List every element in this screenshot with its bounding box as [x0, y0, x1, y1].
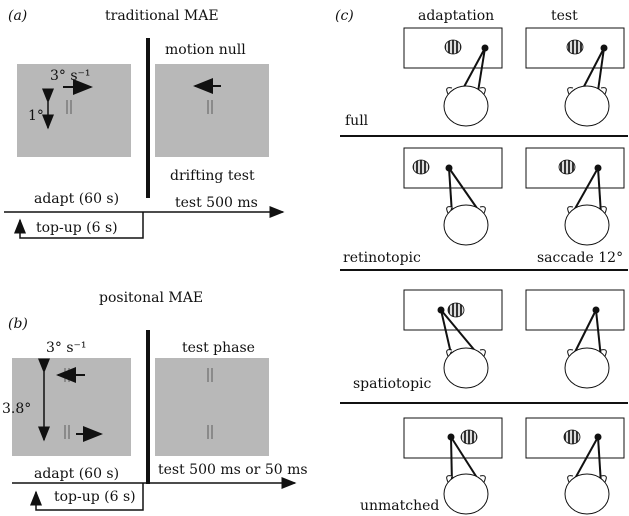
panel-b-title: positonal MAE	[99, 290, 203, 306]
gabor-b2	[64, 425, 70, 439]
test-label-b: test 500 ms or 50 ms	[158, 462, 308, 478]
panel-a-label: (a)	[8, 8, 27, 24]
gabor-b4	[207, 425, 213, 439]
motion-null-label: motion null	[165, 42, 246, 58]
gabor-a2	[207, 100, 213, 114]
gabor-b3	[207, 368, 213, 382]
topup-label-b: top-up (6 s)	[54, 489, 136, 505]
test-phase-label: test phase	[182, 340, 255, 356]
panel-a-title: traditional MAE	[105, 8, 219, 24]
head-adapt-full	[443, 85, 489, 127]
panel-c-label: (c)	[335, 8, 354, 24]
size-label-a: 1°	[28, 108, 44, 124]
drifting-test-label: drifting test	[170, 168, 255, 184]
topup-loop-a	[14, 212, 144, 239]
topup-loop-b	[30, 483, 144, 511]
col-test-label: test	[551, 8, 578, 24]
saccade-label: saccade 12°	[537, 250, 623, 266]
condition-retinotopic-label: retinotopic	[343, 250, 421, 266]
stimulus-adapt-full	[444, 39, 462, 55]
panel-b-label: (b)	[8, 316, 28, 332]
panel-b: positonal MAE (b) 3° s⁻¹ 3.8° test phase…	[2, 290, 308, 511]
condition-unmatched-label: unmatched	[360, 498, 439, 514]
topup-label-a: top-up (6 s)	[36, 220, 118, 236]
panel-c: (c) adaptation test full	[335, 8, 628, 515]
row-retinotopic: retinotopic saccade 12°	[340, 147, 628, 271]
row-unmatched: unmatched	[360, 417, 625, 515]
condition-spatiotopic-label: spatiotopic	[353, 376, 432, 392]
stimulus-test-full	[566, 39, 584, 55]
gabor-a1	[66, 100, 72, 114]
row-full: full	[340, 27, 628, 137]
head-test-full	[564, 85, 610, 127]
size-label-b: 3.8°	[2, 401, 31, 417]
test-label-a: test 500 ms	[175, 195, 258, 211]
adapt-label-b: adapt (60 s)	[34, 466, 119, 482]
row-spatiotopic: spatiotopic	[340, 289, 628, 404]
speed-label-b: 3° s⁻¹	[46, 340, 87, 356]
panel-a: (a) traditional MAE 3° s⁻¹ 1° motion nul…	[4, 8, 285, 239]
screen-adapt-full	[403, 27, 503, 69]
speed-label-a: 3° s⁻¹	[50, 68, 91, 84]
screen-test-full	[525, 27, 625, 69]
col-adaptation-label: adaptation	[418, 8, 494, 24]
condition-full-label: full	[345, 113, 369, 129]
adapt-label-a: adapt (60 s)	[34, 191, 119, 207]
